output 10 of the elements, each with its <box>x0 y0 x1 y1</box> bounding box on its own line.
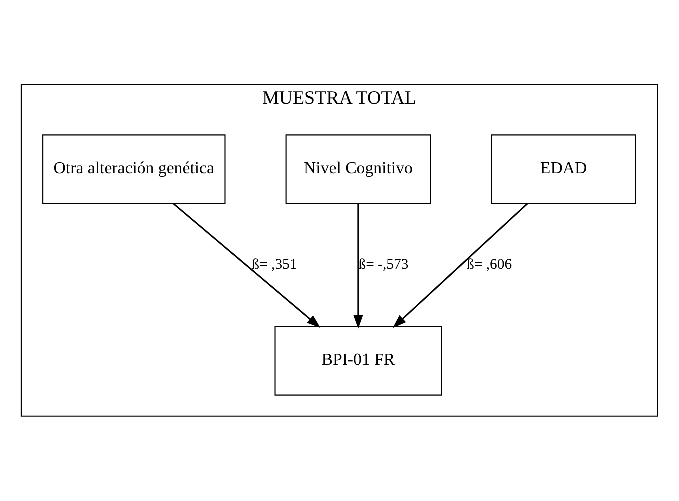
edge-label: ß= -,573 <box>358 257 409 274</box>
edge-label: ß= ,606 <box>466 257 512 274</box>
node-box: BPI-01 FR <box>274 326 442 396</box>
node-box: EDAD <box>491 134 636 204</box>
arrow <box>392 203 528 328</box>
arrow <box>173 203 321 328</box>
node-box: Nivel Cognitivo <box>286 134 432 204</box>
edge-label: ß= ,351 <box>252 257 298 274</box>
node-box: Otra alteración genética <box>42 134 226 204</box>
arrow <box>354 204 364 329</box>
